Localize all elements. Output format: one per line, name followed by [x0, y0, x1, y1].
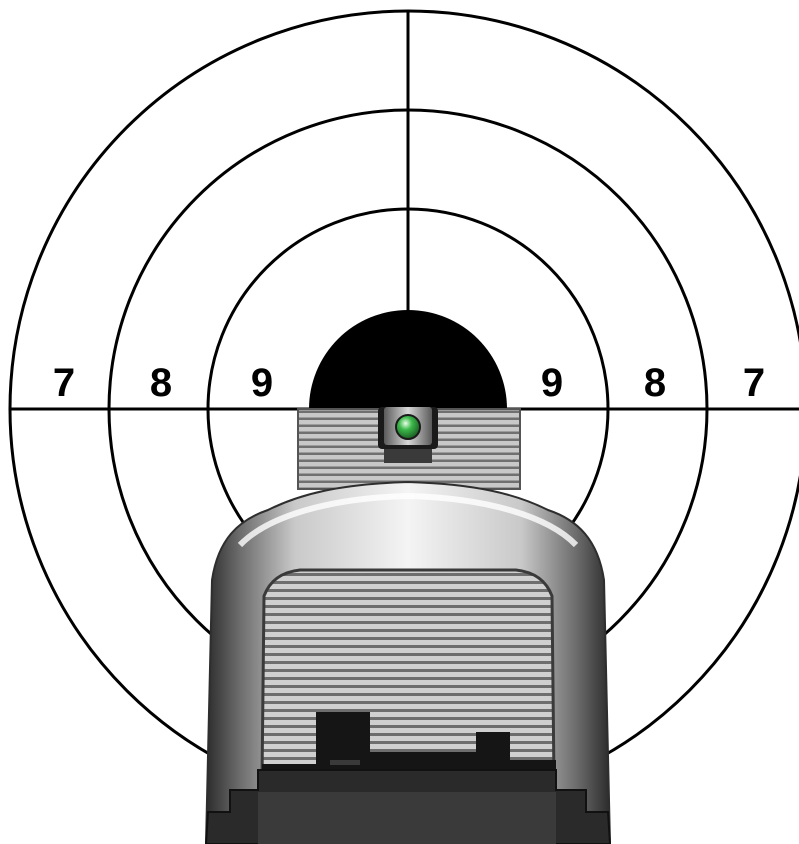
score-label-right-9: 9: [541, 361, 563, 405]
score-label-right-8: 8: [644, 361, 666, 405]
score-label-left-7: 7: [53, 361, 75, 405]
score-label-left-8: 8: [150, 361, 172, 405]
front-sight: [298, 407, 520, 489]
score-label-left-9: 9: [251, 361, 273, 405]
front-sight-dot-icon: [396, 415, 420, 439]
pistol-slide: [206, 482, 610, 844]
rear-serration-panel: [262, 570, 554, 780]
score-label-right-7: 7: [743, 361, 765, 405]
